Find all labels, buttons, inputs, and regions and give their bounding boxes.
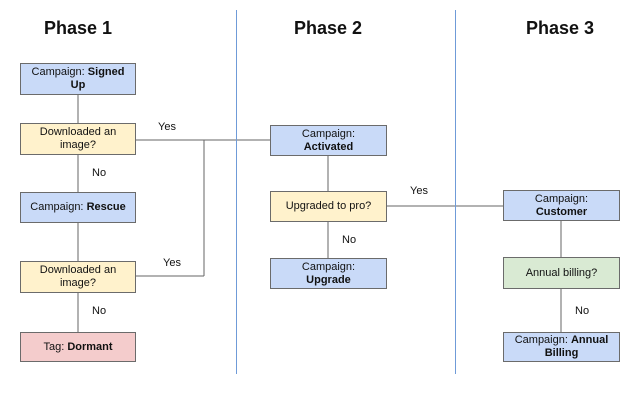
node-prefix: Campaign:	[301, 260, 356, 273]
phase-divider	[455, 10, 456, 374]
node-decision-downloaded-1: Downloaded an image?	[20, 123, 136, 155]
node-prefix: Campaign:	[534, 192, 589, 205]
node-text: Downloaded an image?	[39, 264, 117, 289]
node-prefix: Campaign:	[30, 201, 87, 213]
node-bold-label: Annual Billing	[544, 334, 609, 359]
node-campaign-annual-billing: Campaign: Annual Billing	[503, 332, 620, 362]
edge-label-no: No	[92, 305, 107, 317]
node-campaign-upgrade: Campaign: Upgrade	[270, 258, 387, 289]
node-campaign-customer: Campaign: Customer	[503, 190, 620, 221]
phase-2-title: Phase 2	[293, 18, 363, 38]
node-bold-label: Rescue	[86, 201, 126, 213]
node-bold-label: Upgrade	[306, 273, 351, 286]
node-text: Annual billing?	[525, 266, 598, 279]
node-campaign-signed-up: Campaign: Signed Up	[20, 63, 136, 95]
phase-1-title: Phase 1	[43, 18, 113, 38]
node-bold-label: Signed Up	[70, 66, 125, 91]
node-bold-label: Customer	[535, 205, 588, 218]
node-decision-upgraded-pro: Upgraded to pro?	[270, 191, 387, 222]
node-text: Downloaded an image?	[39, 126, 117, 151]
phase-divider	[236, 10, 237, 374]
node-prefix: Campaign:	[301, 127, 356, 140]
node-bold-label: Dormant	[67, 340, 113, 353]
node-tag-dormant: Tag: Dormant	[20, 332, 136, 362]
edge-label-no: No	[92, 167, 107, 179]
node-decision-downloaded-2: Downloaded an image?	[20, 261, 136, 293]
edge-label-yes: Yes	[410, 185, 428, 197]
node-bold-label: Activated	[303, 140, 354, 153]
edge-label-no: No	[575, 305, 590, 317]
node-prefix: Campaign:	[31, 66, 88, 78]
phase-3-title: Phase 3	[525, 18, 595, 38]
node-campaign-rescue: Campaign: Rescue	[20, 192, 136, 223]
node-prefix: Campaign:	[514, 334, 571, 346]
node-prefix: Tag:	[43, 340, 68, 353]
node-campaign-activated: Campaign: Activated	[270, 125, 387, 156]
edge-label-yes: Yes	[163, 257, 181, 269]
edge-label-yes: Yes	[158, 121, 176, 133]
edge-label-no: No	[342, 234, 357, 246]
node-decision-annual-billing: Annual billing?	[503, 257, 620, 289]
node-text: Upgraded to pro?	[285, 200, 372, 212]
